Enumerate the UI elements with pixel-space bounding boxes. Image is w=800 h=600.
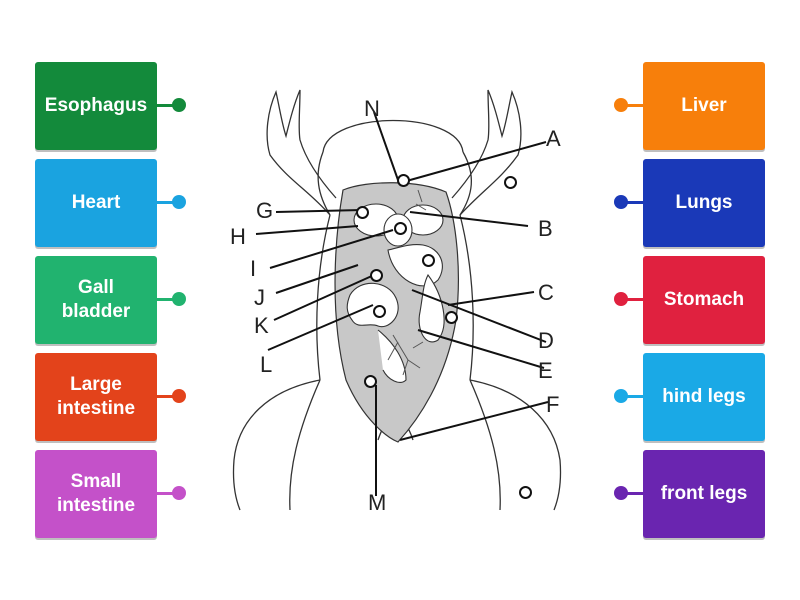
hotspot-3[interactable] [356, 206, 369, 219]
label-text: Large intestine [56, 374, 136, 419]
label-card-stomach[interactable]: Stomach [643, 256, 765, 344]
frog-anatomy-diagram: N A G B H I C J K D L E F M [230, 89, 562, 515]
diagram-letter-f: F [546, 392, 559, 417]
diagram-letter-m: M [368, 490, 386, 515]
label-card-front-legs[interactable]: front legs [643, 450, 765, 538]
connector-knob-hind-legs[interactable] [614, 389, 628, 403]
hotspot-7[interactable] [373, 305, 386, 318]
label-text: Gall bladder [61, 277, 131, 322]
connector-lungs [621, 201, 643, 204]
label-card-esophagus[interactable]: Esophagus [35, 62, 157, 150]
label-text: Stomach [663, 289, 745, 310]
connector-stomach [621, 298, 643, 301]
diagram-letter-l: L [260, 352, 272, 377]
label-text: Esophagus [44, 95, 148, 116]
label-text: hind legs [662, 386, 746, 407]
mesentery-veins [387, 189, 427, 376]
hotspot-1[interactable] [397, 174, 410, 187]
connector-hind-legs [621, 395, 643, 398]
hotspot-2[interactable] [504, 176, 517, 189]
diagram-letter-b: B [538, 216, 553, 241]
connector-knob-large-intestine[interactable] [172, 389, 186, 403]
hotspot-10[interactable] [519, 486, 532, 499]
connector-knob-liver[interactable] [614, 98, 628, 112]
connector-knob-lungs[interactable] [614, 195, 628, 209]
diagram-letter-j: J [254, 285, 265, 310]
diagram-letter-g: G [256, 198, 273, 223]
leader-lines [255, 111, 549, 496]
diagram-letter-h: H [230, 224, 246, 249]
connector-esophagus [157, 104, 179, 107]
hotspot-4[interactable] [394, 222, 407, 235]
hotspot-8[interactable] [445, 311, 458, 324]
hotspot-9[interactable] [364, 375, 377, 388]
large-intestine-organ [377, 329, 407, 383]
label-card-heart[interactable]: Heart [35, 159, 157, 247]
connector-large-intestine [157, 395, 179, 398]
connector-knob-small-intestine[interactable] [172, 486, 186, 500]
connector-front-legs [621, 492, 643, 495]
label-text: front legs [660, 483, 748, 504]
connector-small-intestine [157, 492, 179, 495]
diagram-letter-e: E [538, 358, 553, 383]
diagram-letter-i: I [250, 256, 256, 281]
connector-knob-stomach[interactable] [614, 292, 628, 306]
label-card-liver[interactable]: Liver [643, 62, 765, 150]
label-card-large-intestine[interactable]: Large intestine [35, 353, 157, 441]
label-card-gall-bladder[interactable]: Gall bladder [35, 256, 157, 344]
hotspot-5[interactable] [422, 254, 435, 267]
label-card-small-intestine[interactable]: Small intestine [35, 450, 157, 538]
diagram-letter-d: D [538, 328, 554, 353]
connector-knob-esophagus[interactable] [172, 98, 186, 112]
label-text: Lungs [675, 192, 733, 213]
connector-heart [157, 201, 179, 204]
label-text: Small intestine [56, 471, 136, 516]
stomach-organ [418, 273, 445, 343]
connector-knob-heart[interactable] [172, 195, 186, 209]
connector-liver [621, 104, 643, 107]
diagram-letter-k: K [254, 313, 269, 338]
label-text: Heart [71, 192, 121, 213]
diagram-letter-n: N [364, 96, 380, 121]
label-card-lungs[interactable]: Lungs [643, 159, 765, 247]
label-card-hind-legs[interactable]: hind legs [643, 353, 765, 441]
diagram-letter-a: A [546, 126, 561, 151]
connector-gall-bladder [157, 298, 179, 301]
diagram-letter-c: C [538, 280, 554, 305]
body-outline [232, 89, 562, 511]
connector-knob-front-legs[interactable] [614, 486, 628, 500]
label-text: Liver [681, 95, 727, 116]
hotspot-6[interactable] [370, 269, 383, 282]
connector-knob-gall-bladder[interactable] [172, 292, 186, 306]
